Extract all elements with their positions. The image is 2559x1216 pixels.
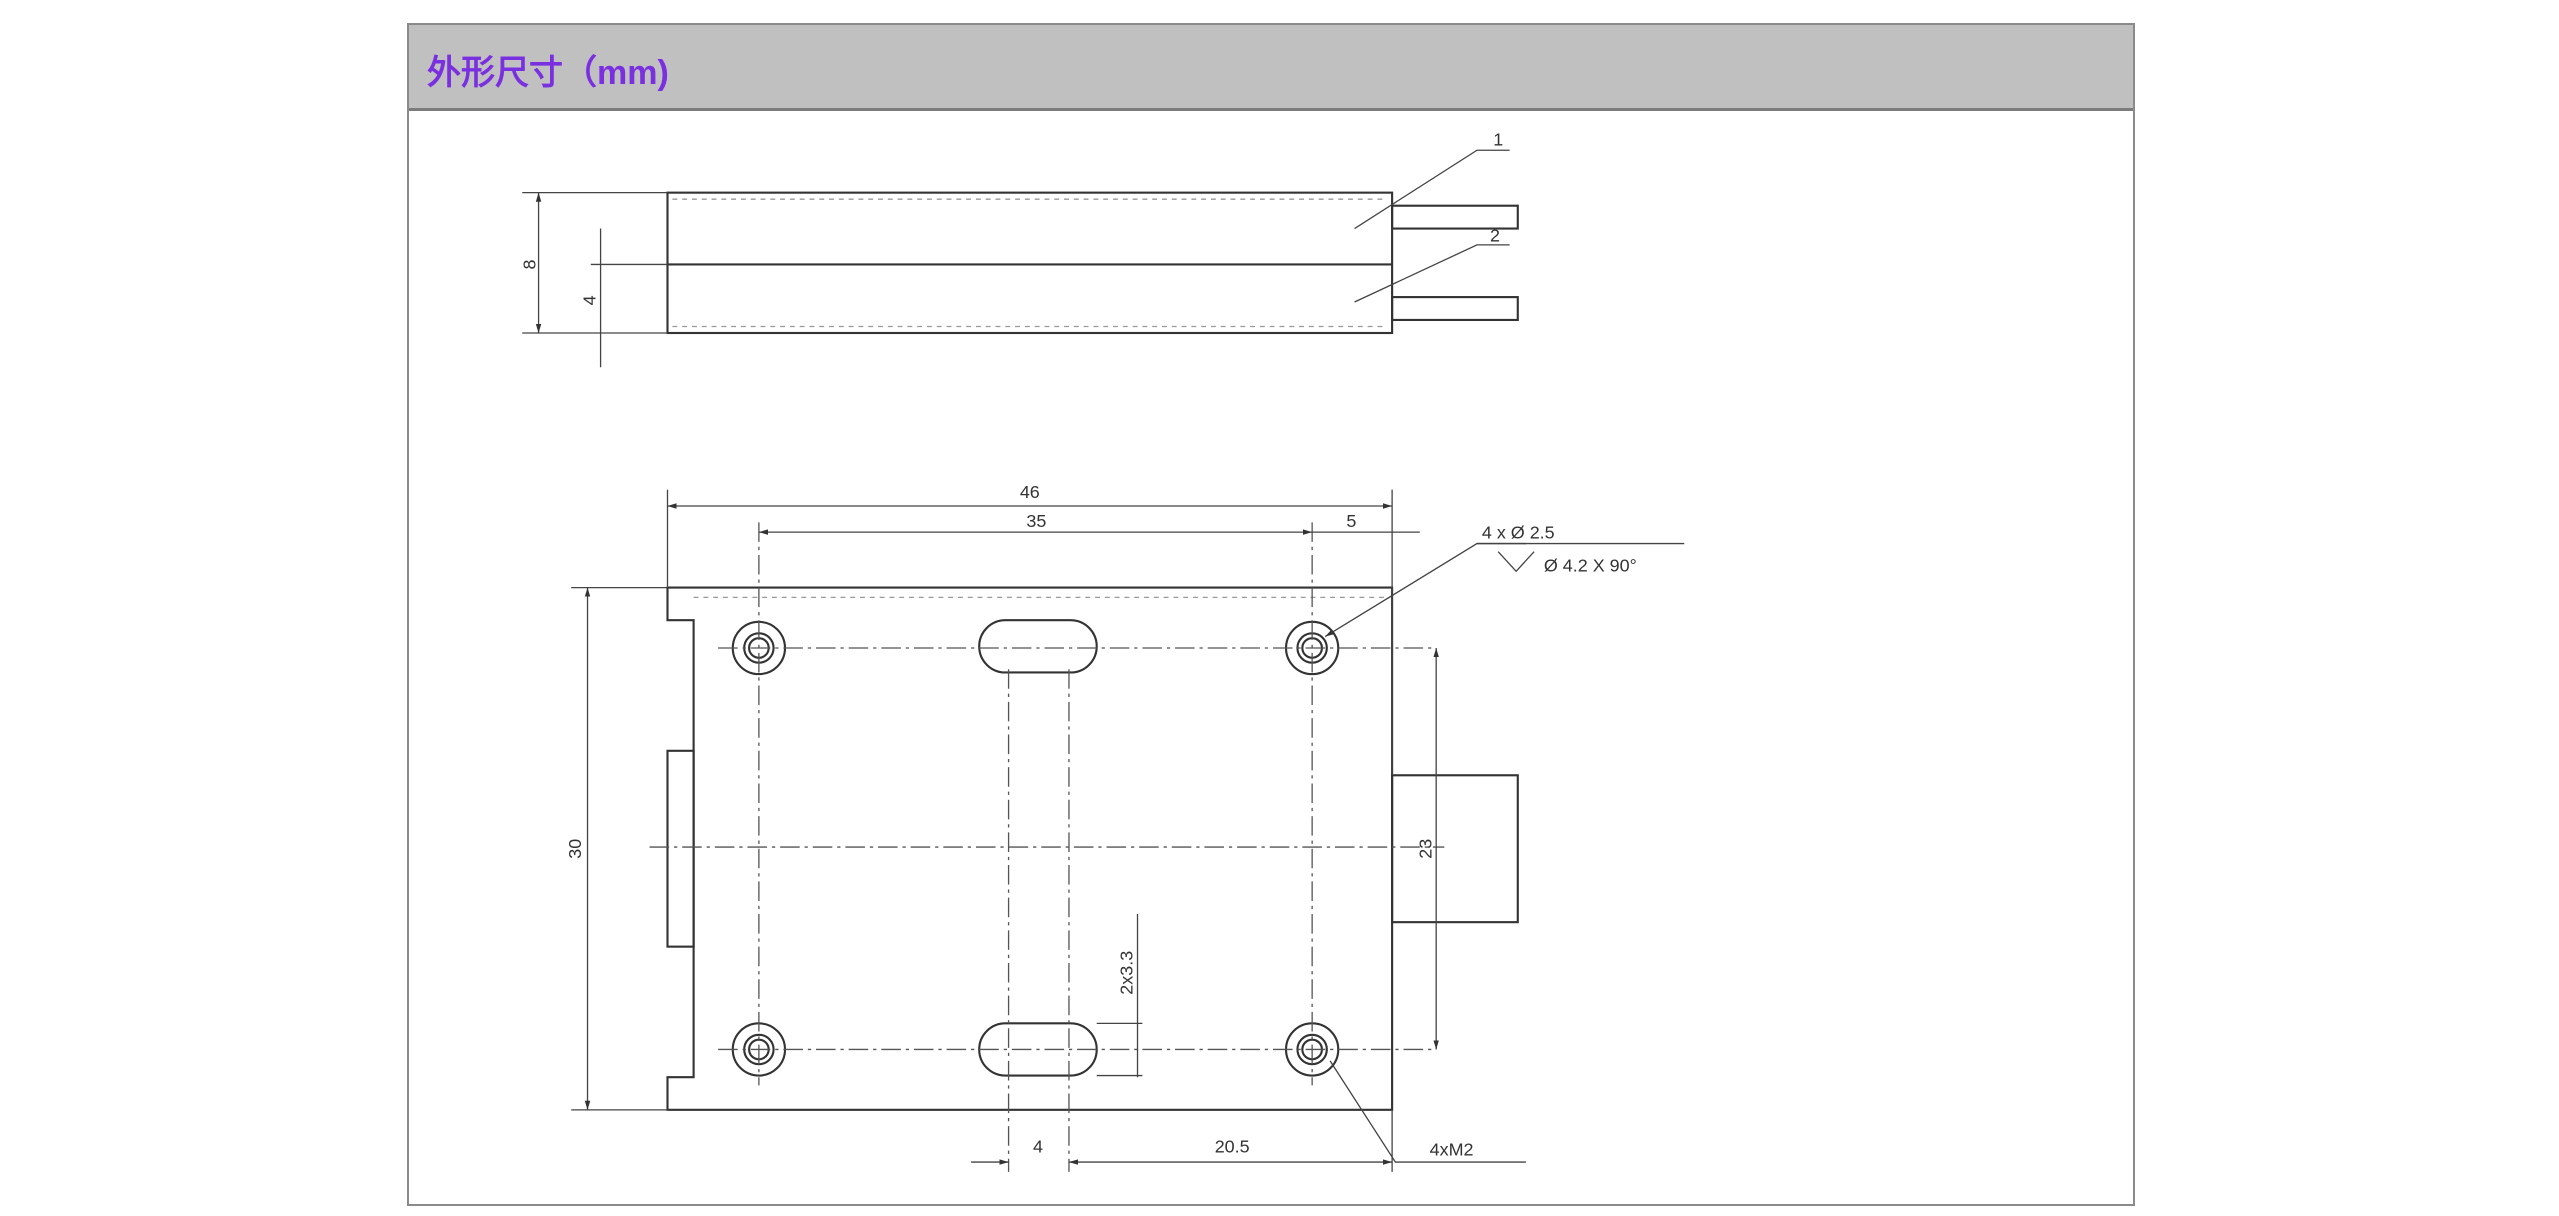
dim-4: 4 <box>580 295 600 305</box>
dim-30: 30 <box>565 839 585 859</box>
slot-top <box>978 619 1098 674</box>
top-view: 1 2 8 4 <box>519 129 1519 368</box>
hole-note: 4 x Ø 2.5 <box>1482 523 1555 543</box>
dim-slot-width: 4 <box>1033 1136 1043 1156</box>
dim-5: 5 <box>1346 511 1356 531</box>
panel-title: 外形尺寸（mm) <box>427 54 669 92</box>
bottom-view: 46 35 5 30 23 2x3.3 4 20.5 4xM2 4 x Ø 2.… <box>565 482 1685 1172</box>
mounting-holes <box>731 620 1340 1077</box>
callout-1: 1 <box>1493 129 1503 149</box>
dim-slot: 2x3.3 <box>1117 951 1137 995</box>
dimensions-panel: 外形尺寸（mm) <box>407 23 2135 1206</box>
dim-35: 35 <box>1026 511 1046 531</box>
thread-note: 4xM2 <box>1430 1140 1474 1160</box>
dim-20-5: 20.5 <box>1215 1136 1250 1156</box>
countersink-note: Ø 4.2 X 90° <box>1544 555 1637 575</box>
dim-8: 8 <box>519 259 539 269</box>
dim-23: 23 <box>1415 839 1435 859</box>
callout-2: 2 <box>1490 226 1500 246</box>
countersink-icon <box>1497 551 1535 573</box>
panel-header: 外形尺寸（mm) <box>409 25 2133 111</box>
dim-46: 46 <box>1020 482 1040 502</box>
